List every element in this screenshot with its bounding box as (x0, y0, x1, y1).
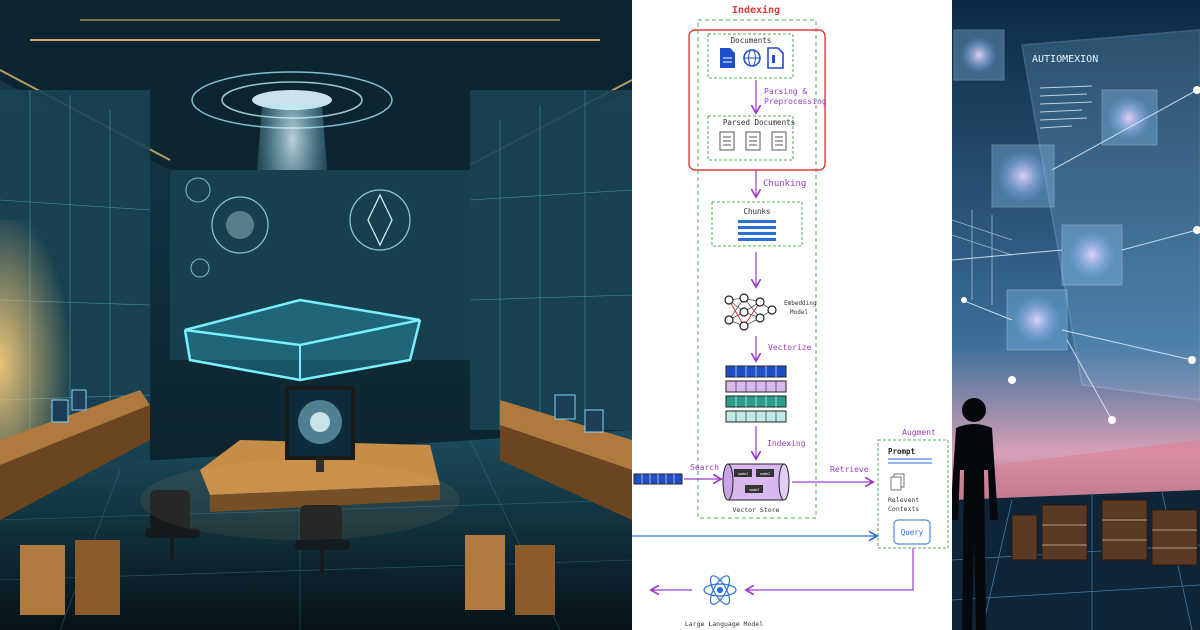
parsed-documents-box (707, 115, 794, 161)
chunks-label: Chunks (743, 207, 770, 216)
person-silhouette (952, 398, 998, 630)
futuristic-room-illustration (0, 0, 632, 630)
prompt-lines-icon (888, 458, 932, 464)
glowing-cube (1006, 289, 1068, 351)
vector-node-3: node3 (749, 488, 760, 492)
glowing-cube (991, 144, 1055, 208)
indexing-step-label: Indexing (767, 439, 806, 448)
chunks-icon (738, 220, 776, 241)
chunking-label: Chunking (763, 179, 806, 189)
documents-box (707, 33, 794, 79)
glowing-cube (953, 29, 1005, 81)
vector-store-label: Vector Store (733, 506, 780, 514)
parsed-document-icons (719, 131, 787, 151)
vector-store-database-icon: node1 node2 node3 (722, 463, 790, 501)
llm-label: Large Language Model (685, 620, 763, 628)
contexts-label: Contexts (888, 505, 919, 513)
rag-diagram-panel: Indexing Documents Parsing & Preprocessi… (632, 0, 952, 630)
embedding-model-icon (724, 293, 777, 331)
preprocessing-label: Preprocessing (764, 97, 827, 106)
holographic-cubes-illustration: AUTIOMEXION (952, 0, 1200, 630)
search-label: Search (690, 463, 719, 472)
glowing-cube (1061, 224, 1123, 286)
llm-atom-icon (703, 575, 737, 605)
glowing-cube (1101, 89, 1158, 146)
parsed-documents-label: Parsed Documents (723, 118, 795, 127)
relevant-label: Relevent (888, 496, 919, 504)
chunks-box (711, 201, 803, 247)
holographic-text-lines (1039, 85, 1093, 129)
vectorize-label: Vectorize (768, 343, 812, 352)
vector-node-1: node1 (738, 472, 749, 476)
indexing-title: Indexing (732, 4, 780, 16)
vector-embeddings-stack (725, 365, 787, 423)
document-processing-box (688, 29, 826, 171)
left-illustration (0, 0, 632, 630)
model-label: Model (790, 309, 808, 316)
query-label: Query (901, 528, 924, 537)
vector-node-2: node2 (760, 472, 771, 476)
augment-label: Augment (902, 428, 936, 437)
contexts-documents-icon (890, 473, 905, 491)
holographic-panel-title: AUTIOMEXION (1032, 54, 1098, 65)
retrieve-label: Retrieve (830, 465, 869, 474)
documents-label: Documents (731, 36, 772, 45)
indexing-pipeline-boundary (697, 19, 817, 519)
right-illustration: AUTIOMEXION (952, 0, 1200, 630)
rag-pipeline-diagram: Indexing Documents Parsing & Preprocessi… (632, 4, 949, 628)
document-icon (720, 48, 735, 68)
parsing-label: Parsing & (764, 87, 808, 96)
prompt-label: Prompt (888, 447, 915, 456)
embedding-label: Embedding (784, 300, 817, 307)
query-box (893, 519, 931, 545)
file-icon (767, 47, 784, 69)
web-globe-icon (743, 49, 761, 67)
